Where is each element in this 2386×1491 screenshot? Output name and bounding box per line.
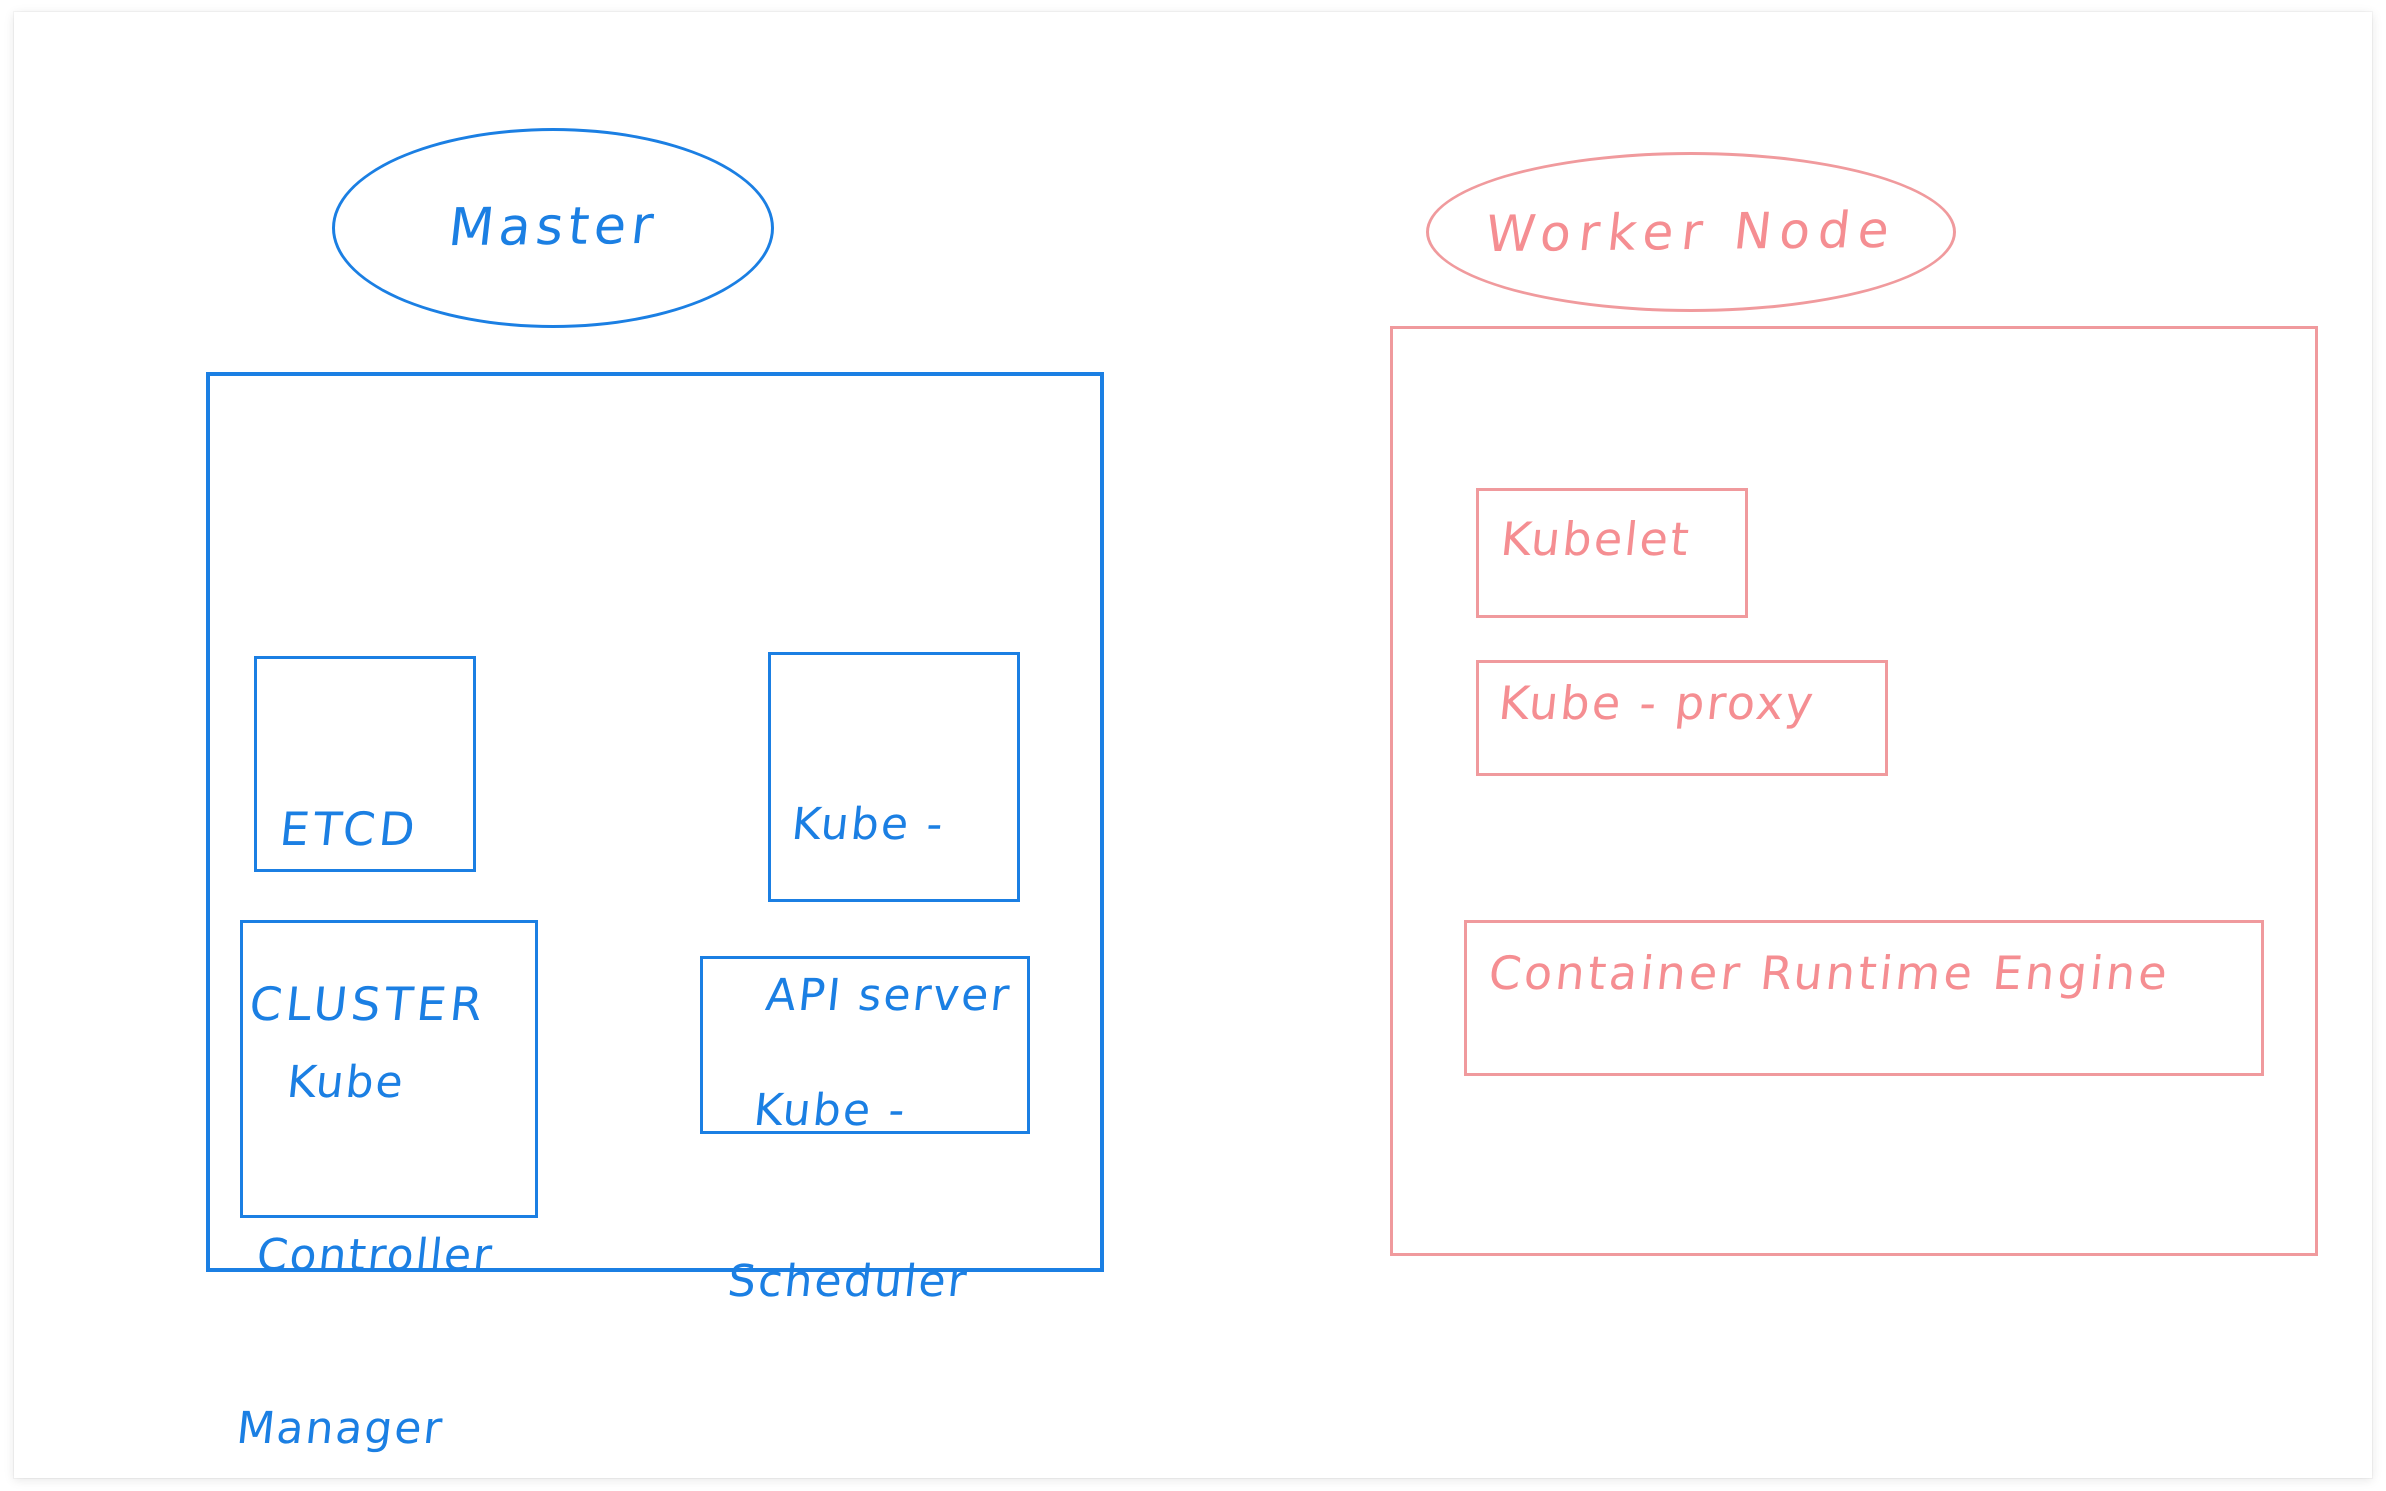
kube-controller-manager-label-line3: Manager — [234, 1403, 447, 1455]
master-group-box — [206, 372, 1104, 1272]
kube-controller-manager-label: Kube Controller Manager — [234, 949, 526, 1478]
kube-scheduler-box[interactable]: Kube - Scheduler — [700, 956, 1030, 1307]
diagram-canvas: Master ETCD CLUSTER Kube - API server Ku… — [14, 12, 2372, 1478]
worker-node-group-box — [1390, 326, 2318, 1256]
whiteboard-canvas: Master ETCD CLUSTER Kube - API server Ku… — [14, 12, 2372, 1478]
kube-controller-manager-label-line2: Controller — [254, 1230, 496, 1282]
kube-proxy-label: Kube - proxy — [1496, 676, 1819, 730]
master-title-ellipse: Master — [332, 128, 774, 328]
worker-node-title-text: Worker Node — [1482, 200, 1900, 263]
kube-scheduler-label-line1: Kube - — [751, 1085, 910, 1137]
kube-controller-manager-label-line1: Kube — [284, 1057, 408, 1109]
kube-api-server-box[interactable]: Kube - API server — [763, 652, 1020, 1021]
master-title-text: Master — [445, 196, 661, 259]
kube-api-server-label-line1: Kube - — [789, 799, 948, 851]
container-runtime-engine-box[interactable]: Container Runtime Engine — [1464, 920, 2264, 1076]
kubelet-label: Kubelet — [1498, 512, 1694, 566]
kubelet-box[interactable]: Kubelet — [1476, 488, 1748, 618]
kube-controller-manager-box[interactable]: Kube Controller Manager — [234, 920, 538, 1454]
etcd-cluster-box[interactable]: ETCD CLUSTER — [247, 656, 489, 1031]
worker-node-title-ellipse: Worker Node — [1426, 152, 1956, 312]
kube-scheduler-label: Kube - Scheduler — [722, 977, 1000, 1416]
kube-scheduler-label-line2: Scheduler — [725, 1256, 971, 1308]
etcd-cluster-label-line1: ETCD — [277, 802, 422, 857]
container-runtime-engine-label: Container Runtime Engine — [1486, 946, 2173, 1000]
kube-proxy-box[interactable]: Kube - proxy — [1476, 660, 1888, 776]
